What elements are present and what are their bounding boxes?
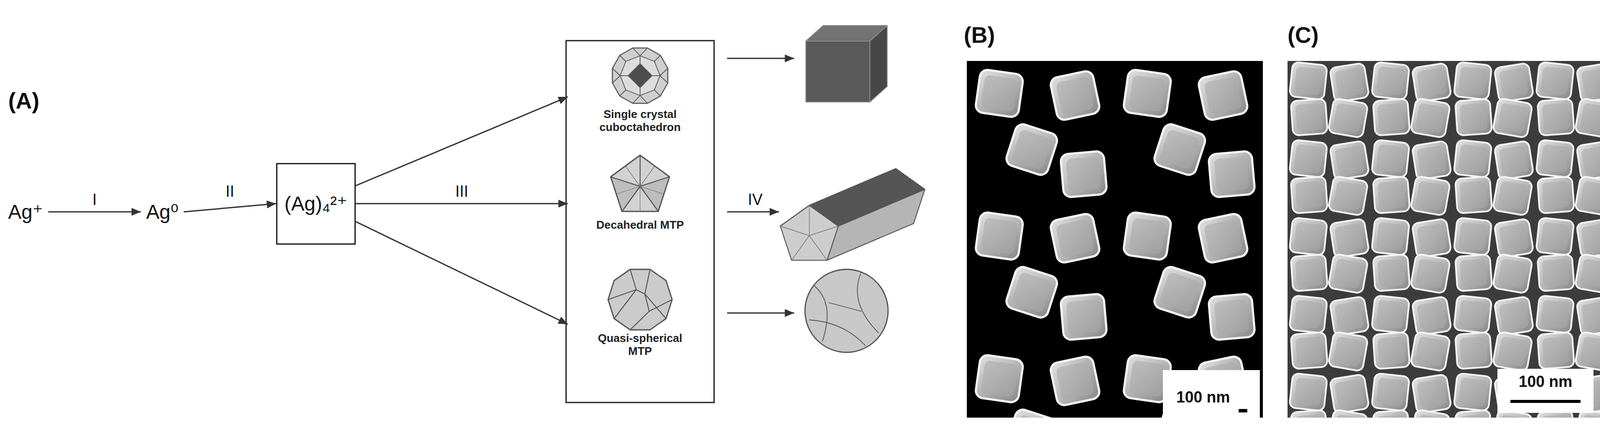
- scale-bar-box: [1162, 370, 1260, 419]
- reaction-arrow: [355, 203, 568, 205]
- species-label: Ag⁰: [141, 198, 184, 227]
- sem-image: [1287, 61, 1600, 419]
- species-label: Ag⁺: [3, 198, 49, 227]
- panel-label: (A): [8, 88, 40, 115]
- sem-image: [966, 61, 1263, 419]
- step-label: I: [90, 191, 99, 209]
- seed-crystal: Quasi-spherical MTP: [567, 267, 713, 361]
- seed-crystal: Single crystal cuboctahedron: [567, 43, 713, 137]
- species-text: Ag⁰: [146, 200, 179, 224]
- scale-bar-label: 100 nm: [1176, 388, 1230, 407]
- reaction-arrow: [355, 222, 568, 325]
- panel-label: (B): [963, 22, 995, 49]
- scale-bar: [1510, 400, 1581, 404]
- cuboctahedron-figure: [612, 48, 668, 104]
- species-text: Ag⁺: [8, 200, 44, 224]
- sphere-figure: [804, 269, 889, 353]
- reaction-arrow: [48, 211, 142, 213]
- scale-bar-box: [1497, 369, 1594, 414]
- reaction-arrow: [355, 96, 568, 186]
- quasi-spherical-figure: [608, 269, 673, 331]
- seed-crystal: Decahedral MTP: [567, 154, 713, 235]
- pentagonal-rod-figure: [780, 168, 925, 261]
- cluster-box: (Ag)₄²⁺: [276, 163, 356, 245]
- step-label: IV: [747, 190, 763, 209]
- growth-arrow: [727, 58, 795, 314]
- panel-label: (C): [1287, 22, 1319, 49]
- species-text: (Ag)₄²⁺: [284, 192, 348, 216]
- decahedron-figure: [610, 155, 670, 212]
- reaction-arrow: [183, 203, 277, 213]
- shape-caption: Quasi-spherical MTP: [593, 332, 687, 359]
- step-label: III: [453, 183, 471, 201]
- cube-figure: [805, 25, 888, 103]
- step-label: II: [223, 183, 236, 201]
- scale-bar: [1238, 409, 1248, 413]
- seed-group-box: [566, 40, 715, 403]
- shape-caption: Single crystal cuboctahedron: [593, 108, 687, 135]
- scale-bar-label: 100 nm: [1518, 373, 1573, 391]
- shape-caption: Decahedral MTP: [596, 218, 684, 232]
